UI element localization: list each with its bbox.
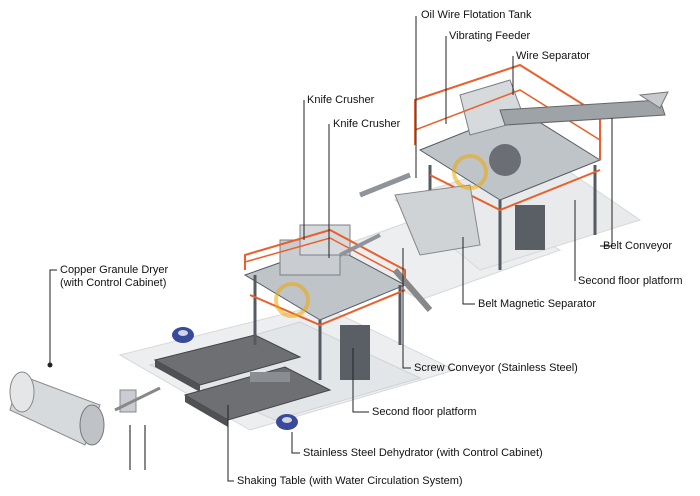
conveyors [339, 172, 481, 257]
belt-magnetic-separator-shape [394, 184, 481, 256]
leader-lines [47, 16, 613, 482]
lower-platform [243, 224, 433, 380]
watermarks [274, 154, 488, 318]
belt-conveyor-shape [499, 99, 666, 126]
platform-column-upper [515, 205, 545, 250]
dehydrators [172, 327, 298, 430]
label-second-floor-platform-right: Second floor platform [578, 275, 683, 287]
label-wire-separator: Wire Separator [516, 50, 590, 62]
vibrating-feeder-motor [489, 144, 521, 176]
label-oil-wire-flotation-tank: Oil Wire Flotation Tank [421, 9, 532, 21]
label-knife-crusher-1: Knife Crusher [307, 94, 375, 106]
label-copper-granule-dryer: Copper Granule Dryer (with Control Cabin… [60, 264, 168, 290]
label-screw-conveyor: Screw Conveyor (Stainless Steel) [414, 362, 578, 374]
label-second-floor-platform-center: Second floor platform [372, 406, 477, 418]
label-copper-granule-dryer-line2: (with Control Cabinet) [60, 277, 167, 289]
label-stainless-steel-dehydrator: Stainless Steel Dehydrator (with Control… [303, 447, 543, 459]
screw-conveyor-shape [359, 172, 411, 198]
label-belt-magnetic-separator: Belt Magnetic Separator [478, 298, 597, 310]
water-tank [250, 372, 290, 382]
label-knife-crusher-2: Knife Crusher [333, 118, 401, 130]
copper-granule-dryer [9, 371, 161, 470]
label-shaking-table: Shaking Table (with Water Circulation Sy… [237, 475, 463, 487]
label-vibrating-feeder: Vibrating Feeder [449, 30, 531, 42]
label-copper-granule-dryer-line1: Copper Granule Dryer [60, 264, 169, 276]
label-belt-conveyor: Belt Conveyor [603, 240, 673, 252]
platform-column [340, 325, 370, 380]
stair [392, 268, 433, 312]
shaking-tables [153, 334, 332, 427]
upper-platform [414, 63, 669, 270]
